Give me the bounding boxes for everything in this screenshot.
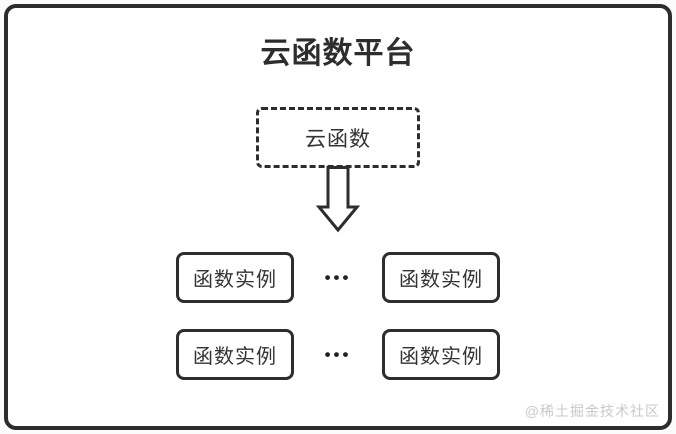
function-instance-box: 函数实例	[382, 252, 500, 303]
function-instance-label: 函数实例	[193, 269, 277, 291]
page-title: 云函数平台	[260, 37, 416, 70]
function-instance-box: 函数实例	[382, 329, 500, 380]
cloud-function-label: 云函数	[305, 127, 371, 151]
function-instance-label: 函数实例	[193, 346, 277, 368]
watermark-text: @稀土掘金技术社区	[524, 403, 660, 419]
ellipsis-dots: •••	[324, 345, 352, 364]
cloud-function-box: 云函数	[256, 107, 420, 168]
function-instance-label: 函数实例	[399, 269, 483, 291]
function-instance-box: 函数实例	[176, 329, 294, 380]
down-arrow-icon	[316, 166, 360, 233]
function-instance-box: 函数实例	[176, 252, 294, 303]
ellipsis-dots: •••	[324, 268, 352, 287]
function-instance-label: 函数实例	[399, 346, 483, 368]
